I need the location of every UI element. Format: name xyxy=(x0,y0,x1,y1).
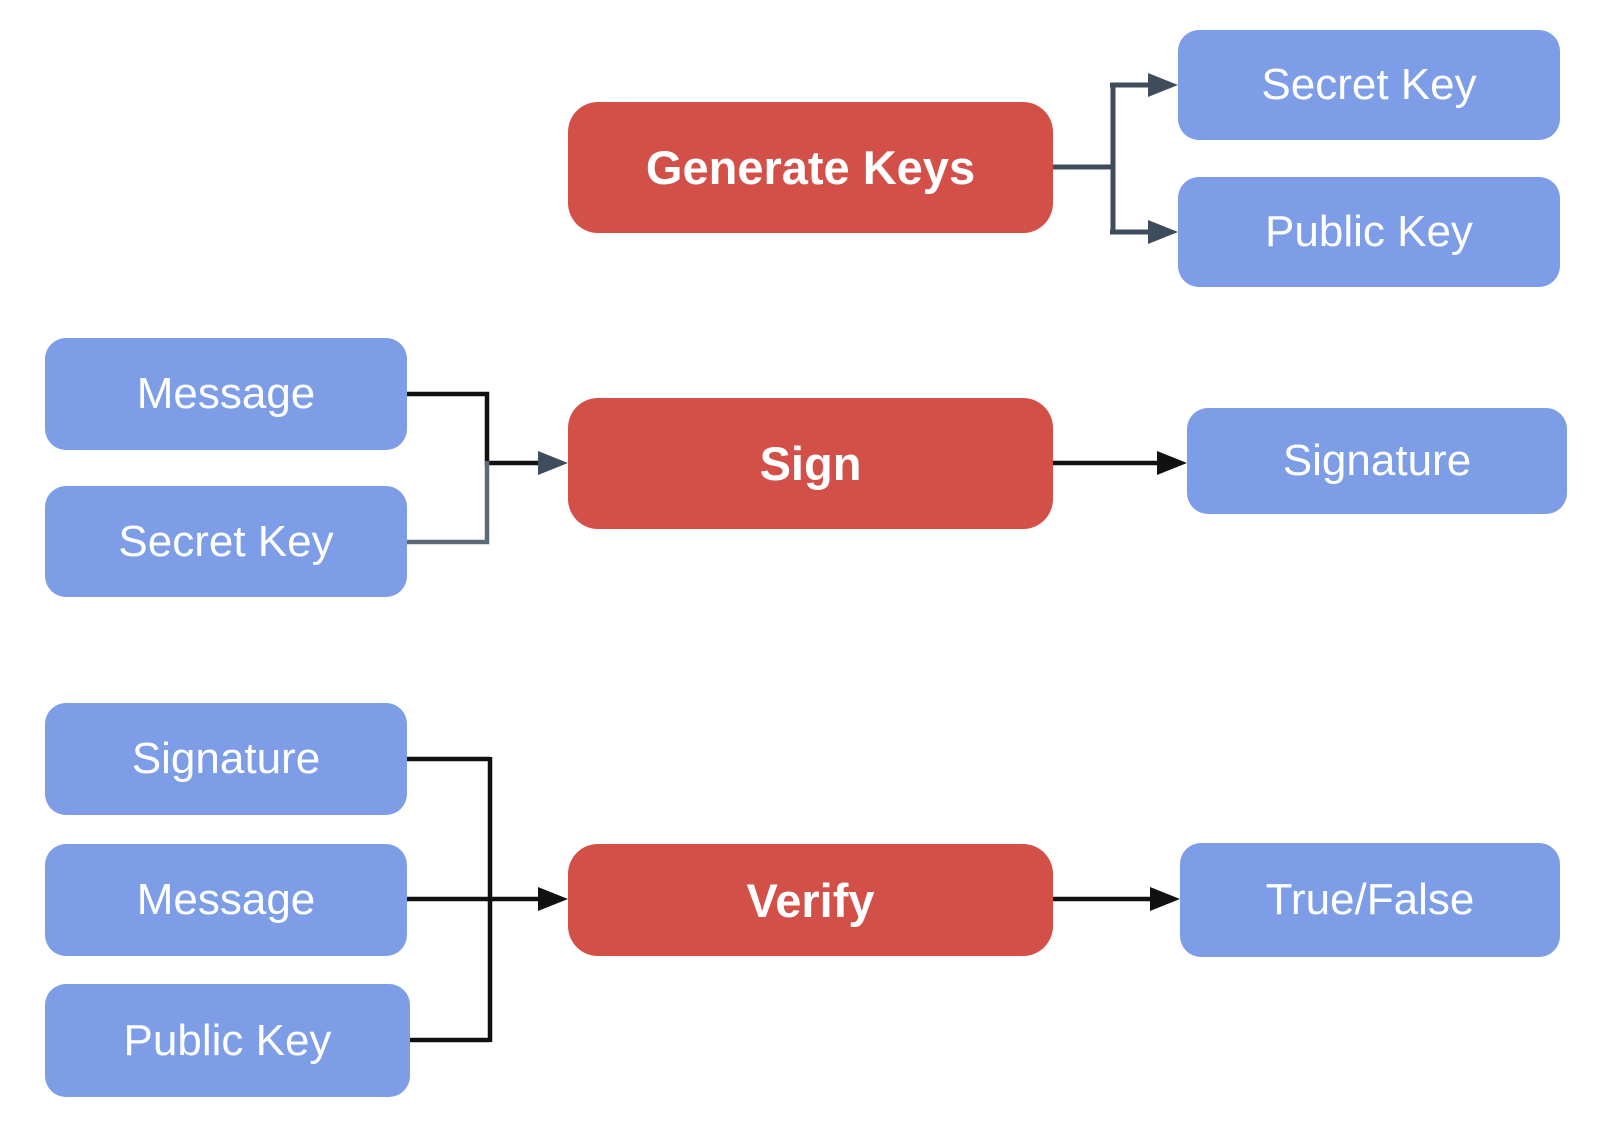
arrow-to-public-key-head xyxy=(1148,220,1178,244)
arrow-to-secret-key-head xyxy=(1148,73,1178,97)
signature-output-node: Signature xyxy=(1187,408,1567,514)
public-key-input-verify-node: Public Key xyxy=(45,984,410,1097)
message-to-sign-line xyxy=(407,391,542,466)
secret-key-output-node: Secret Key xyxy=(1178,30,1560,140)
arrow-into-sign-head xyxy=(538,451,568,475)
verify-to-truefalse-head xyxy=(1150,887,1180,911)
verify-node: Verify xyxy=(568,844,1053,956)
generate-keys-node: Generate Keys xyxy=(568,102,1053,233)
signature-input-verify-node: Signature xyxy=(45,703,407,815)
secret-key-to-sign-line xyxy=(407,461,490,545)
truefalse-output-node: True/False xyxy=(1180,843,1560,957)
public-key-output-node: Public Key xyxy=(1178,177,1560,287)
sign-node: Sign xyxy=(568,398,1053,529)
message-input-sign-node: Message xyxy=(45,338,407,450)
arrow-into-verify-head xyxy=(538,887,568,911)
message-input-verify-node: Message xyxy=(45,844,407,956)
sign-to-signature-head xyxy=(1157,451,1187,475)
secret-key-input-sign-node: Secret Key xyxy=(45,486,407,597)
